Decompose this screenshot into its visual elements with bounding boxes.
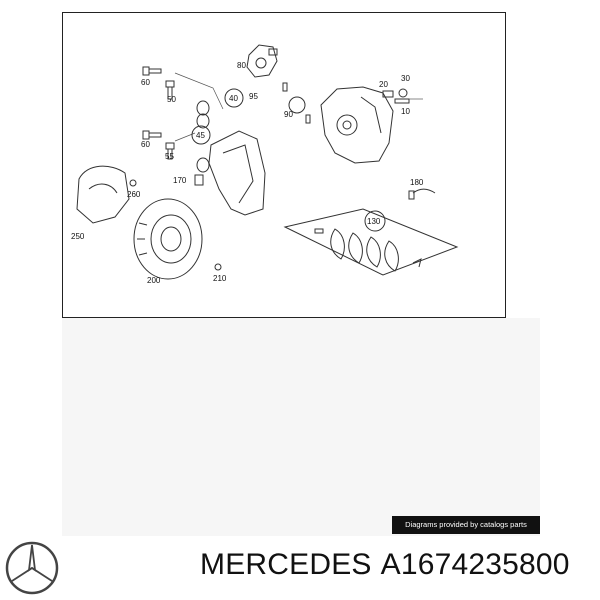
callout-250[interactable]: 250 (71, 232, 85, 241)
cap-30 (398, 88, 408, 98)
dust-shield-250 (76, 165, 130, 224)
callout-10[interactable]: 10 (401, 107, 410, 116)
bolt-170 (194, 174, 204, 186)
bolt-55 (165, 142, 175, 160)
bolt-60-top (142, 66, 162, 76)
screw-210 (214, 263, 222, 271)
callout-circle-45 (191, 125, 211, 145)
callout-30[interactable]: 30 (401, 74, 410, 83)
callout-circle-130 (364, 210, 386, 232)
callout-180[interactable]: 180 (410, 178, 424, 187)
callout-170[interactable]: 170 (173, 176, 187, 185)
callout-45[interactable]: 45 (196, 131, 205, 140)
o-ring-90 (288, 96, 306, 114)
screw-95-top (282, 82, 288, 92)
wear-sensor-180 (408, 188, 436, 200)
screw-95-lower (305, 114, 311, 124)
bleeder-20 (382, 90, 394, 98)
callout-40[interactable]: 40 (229, 94, 238, 103)
callout-90[interactable]: 90 (284, 110, 293, 119)
callout-60-top[interactable]: 60 (141, 78, 150, 87)
guide-sleeve-40 (196, 100, 210, 129)
diagram-whitespace-panel (62, 318, 540, 536)
callout-50[interactable]: 50 (167, 95, 176, 104)
callout-200[interactable]: 200 (147, 276, 161, 285)
caliper-carrier (208, 130, 266, 216)
bolt-50 (165, 80, 175, 100)
callout-60-lower[interactable]: 60 (141, 140, 150, 149)
callout-circle-40 (224, 88, 244, 108)
mercedes-star-icon (5, 541, 59, 595)
screw-260 (129, 179, 137, 187)
brake-disc-200 (133, 198, 203, 280)
brand-name: MERCEDES (200, 548, 372, 581)
part-number: A1674235800 (380, 548, 570, 581)
callout-20[interactable]: 20 (379, 80, 388, 89)
callout-55[interactable]: 55 (165, 152, 174, 161)
brake-exploded-diagram: 60 50 40 80 95 90 (71, 44, 459, 285)
diagram-credit-badge: Diagrams provided by catalogs parts (392, 516, 540, 534)
callout-80[interactable]: 80 (237, 61, 246, 70)
brake-pad-kit-130 (283, 208, 459, 276)
callout-130[interactable]: 130 (367, 217, 381, 226)
callout-95[interactable]: 95 (249, 92, 258, 101)
actuator-80 (246, 44, 278, 78)
bolt-10 (394, 98, 410, 104)
sleeve-lower (196, 157, 210, 173)
bolt-60-lower (142, 130, 162, 140)
callout-260[interactable]: 260 (127, 190, 141, 199)
callout-210[interactable]: 210 (213, 274, 227, 283)
caliper-housing-10 (320, 86, 394, 164)
diagram-frame: 60 50 40 80 95 90 (62, 12, 506, 318)
